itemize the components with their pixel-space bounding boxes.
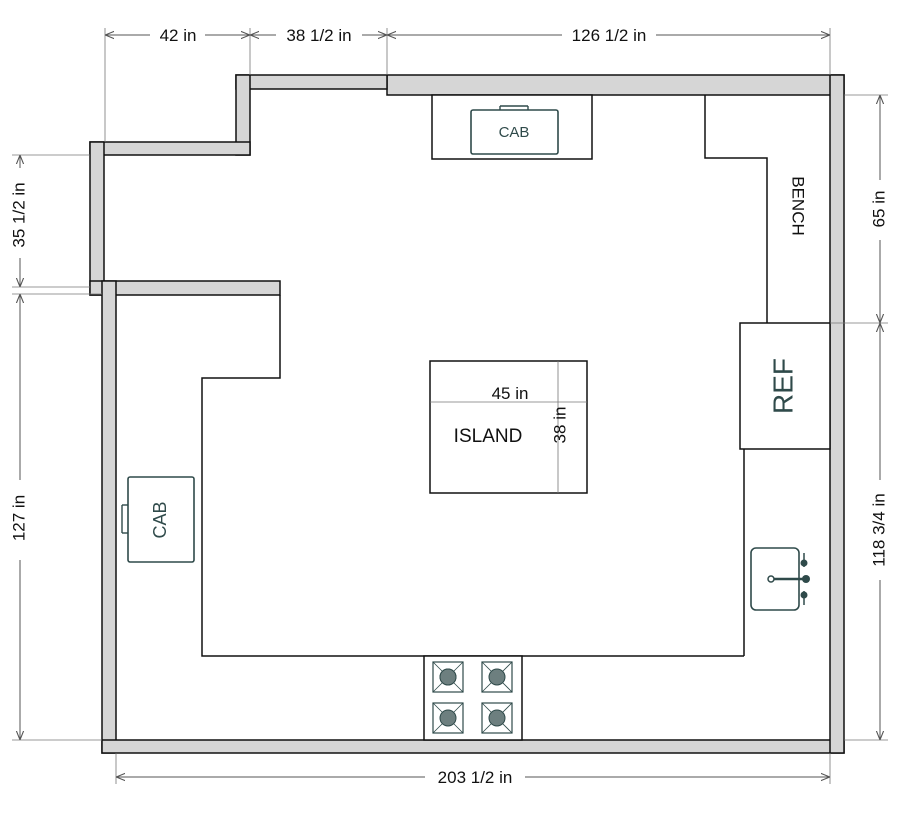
bench-counter (704, 95, 768, 323)
cabinet-box (470, 109, 559, 155)
bench-label: BENCH (789, 176, 808, 236)
walls (89, 74, 845, 754)
wall-top-middle (235, 74, 388, 90)
dimension-right-upper: 65 in (869, 191, 888, 228)
dimensions-top: 42 in 38 1/2 in 126 1/2 in (104, 26, 831, 142)
wall-partition (89, 280, 281, 296)
left-cabinet: CAB (121, 476, 195, 563)
burner-icon (481, 661, 513, 693)
refrigerator (739, 322, 831, 450)
wall-top-right (386, 74, 845, 96)
refrigerator-label: REF (767, 358, 798, 414)
burner-icon (481, 702, 513, 734)
cooktop (423, 655, 523, 741)
dimensions-bottom: 203 1/2 in (115, 753, 831, 787)
cabinet-left-label: CAB (150, 501, 170, 538)
dimension-left-upper: 35 1/2 in (9, 182, 28, 247)
dimension-right-lower: 118 3/4 in (869, 493, 888, 566)
dimension-top-right: 126 1/2 in (572, 26, 647, 45)
burner-icon (432, 661, 464, 693)
island-width-label: 45 in (492, 384, 529, 403)
wall-lower-left (101, 280, 117, 754)
dimension-bottom: 203 1/2 in (438, 768, 513, 787)
burner-icon (432, 702, 464, 734)
dimensions-right: 65 in 118 3/4 in (830, 94, 888, 741)
wall-right (829, 74, 845, 754)
top-cabinet: CAB (470, 105, 559, 155)
island (429, 360, 588, 494)
dimension-top-left: 42 in (160, 26, 197, 45)
wall-step-horizontal (89, 141, 251, 156)
dimension-left-lower: 127 in (9, 495, 28, 541)
wall-upper-left (89, 141, 105, 296)
counters (201, 94, 831, 657)
cabinet-box (127, 476, 195, 563)
dimensions-left: 35 1/2 in 127 in (9, 154, 102, 741)
island-depth-label: 38 in (550, 407, 569, 444)
sink-icon (750, 547, 810, 611)
wall-bottom (101, 739, 845, 754)
cabinet-top-label: CAB (499, 124, 530, 141)
island-label: ISLAND (454, 426, 523, 447)
dimension-top-middle: 38 1/2 in (286, 26, 351, 45)
